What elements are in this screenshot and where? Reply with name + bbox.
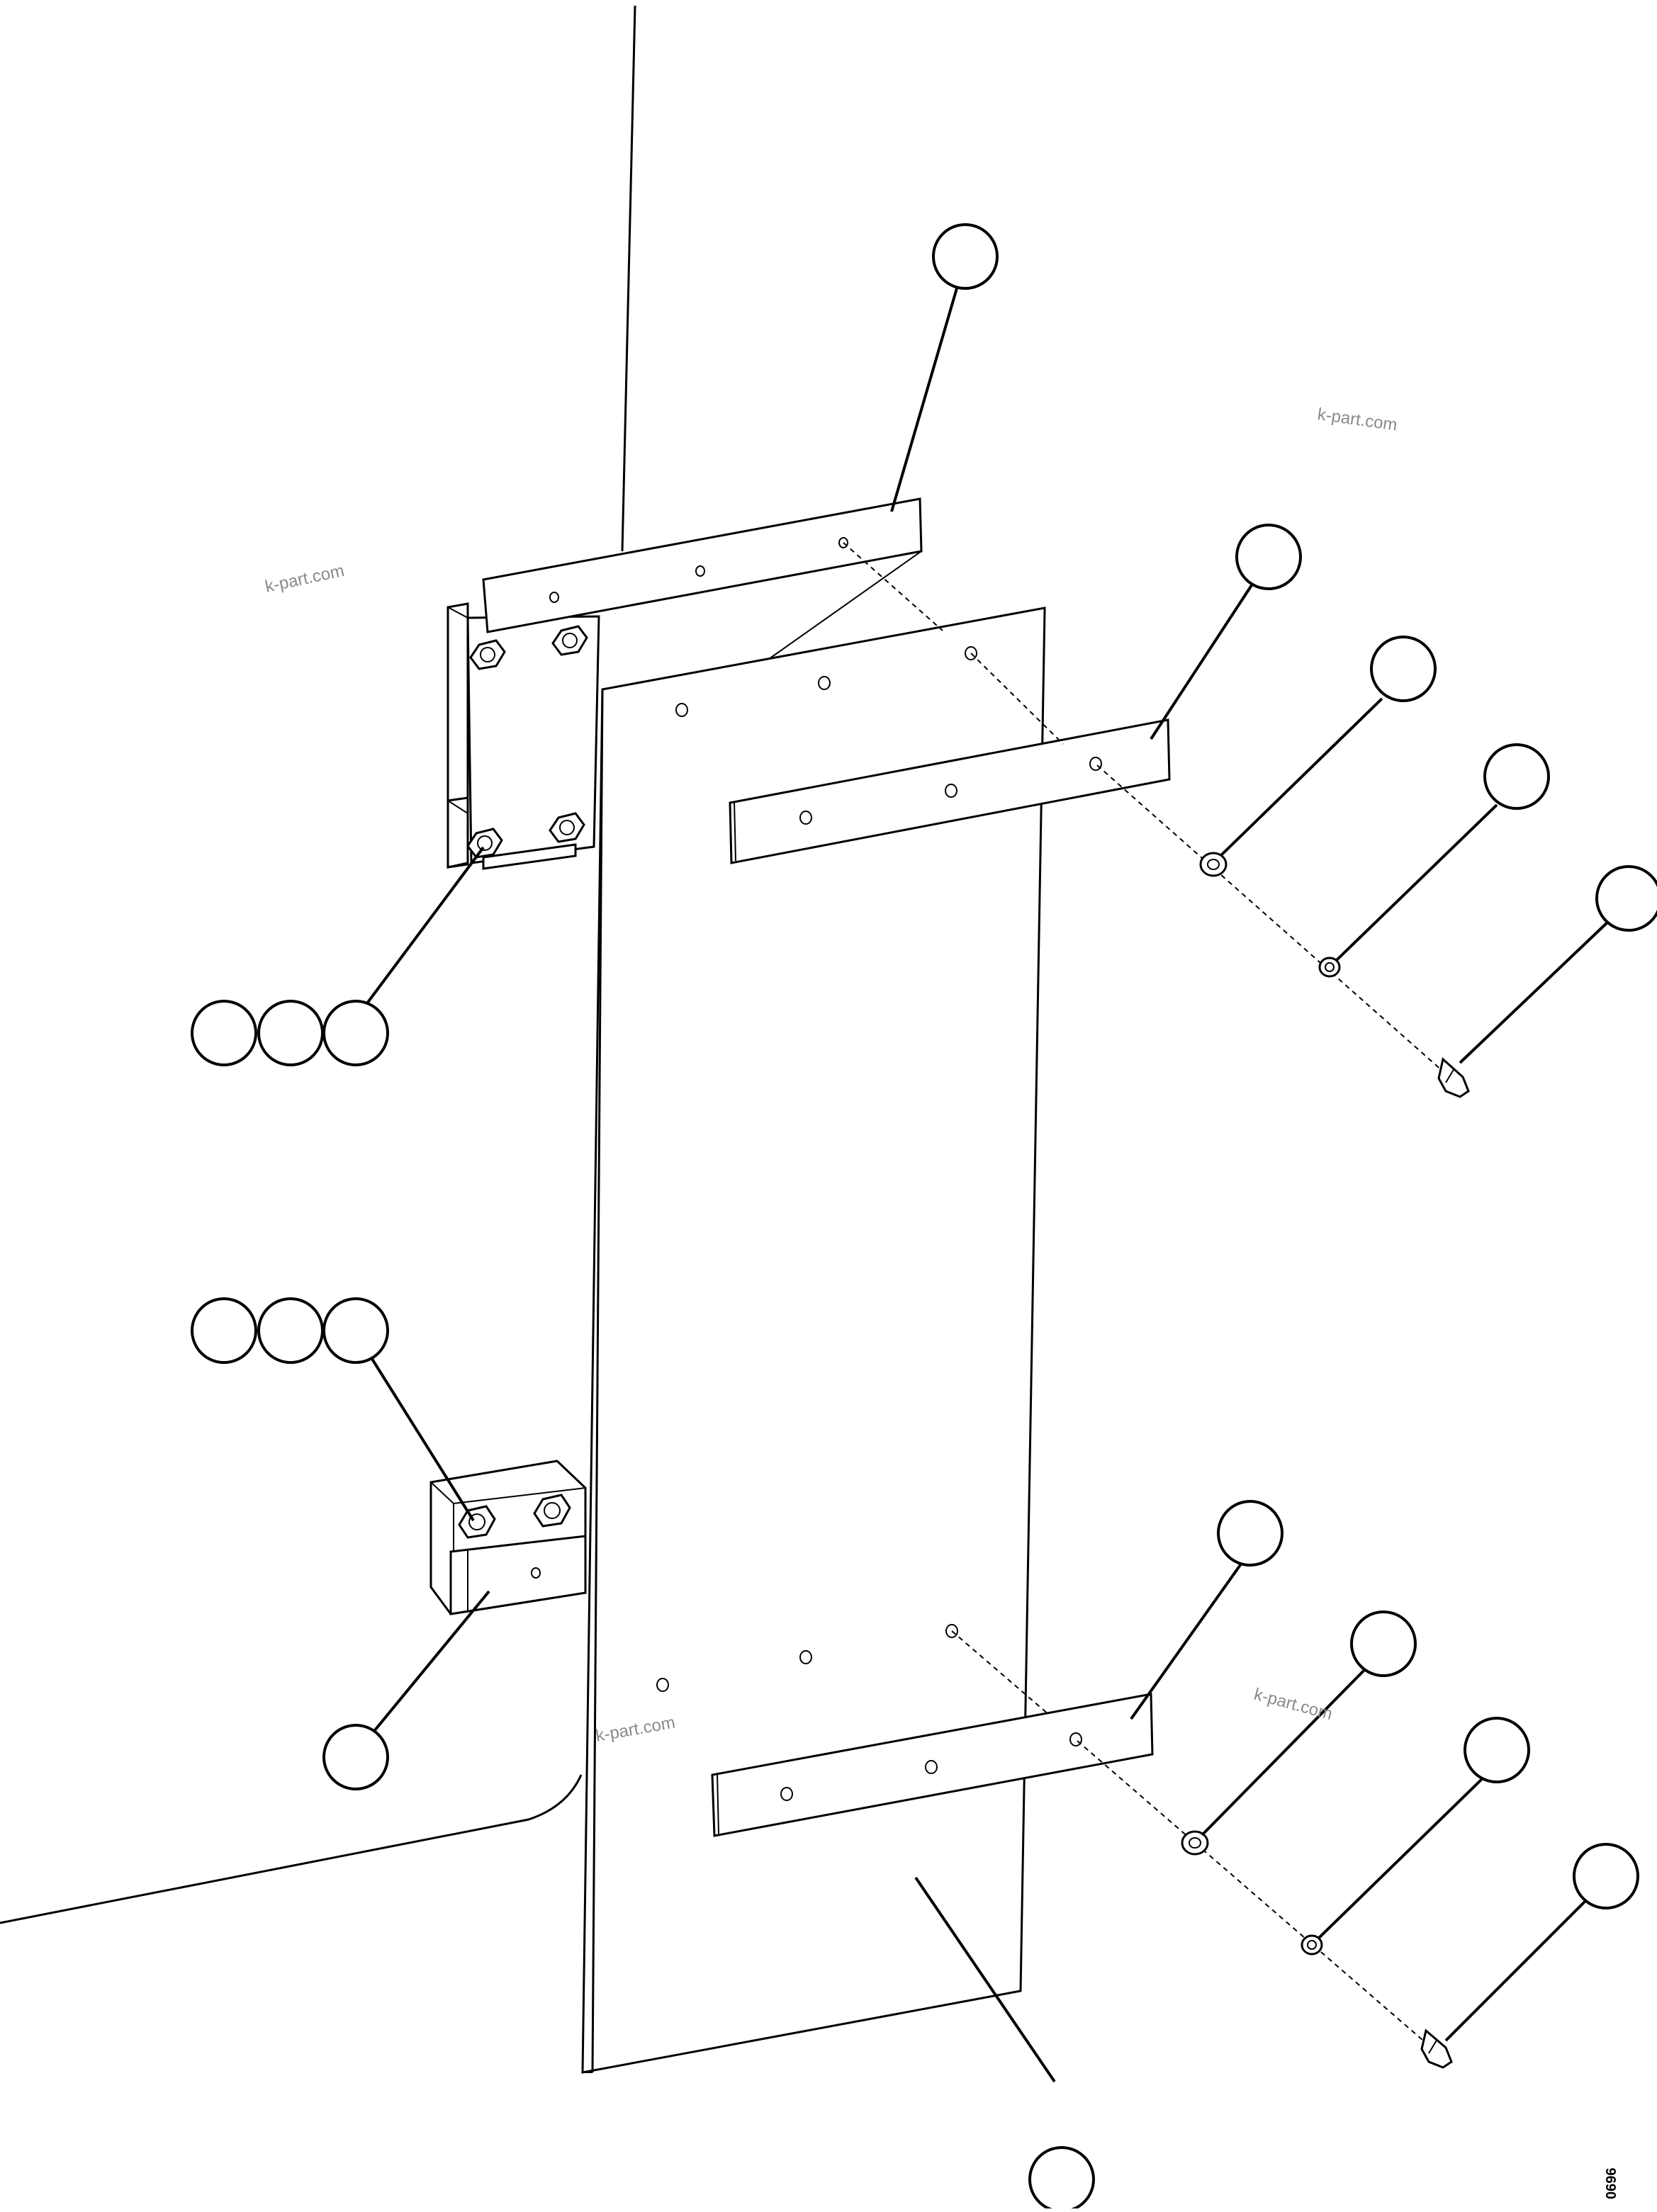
- leader-lines: [359, 288, 1610, 2083]
- callout-balloon: [257, 1297, 324, 1364]
- drawing-code: 0696: [1604, 2168, 1619, 2200]
- callout-balloon: [191, 1000, 257, 1066]
- lower-flat-washer: [1181, 1830, 1209, 1856]
- callout-balloon: [191, 1297, 257, 1364]
- callout-balloon: [1370, 636, 1437, 702]
- machine-body-outline: [0, 5, 636, 1924]
- upper-hinge-bracket: [446, 602, 600, 870]
- upper-lock-washer: [1318, 957, 1341, 978]
- top-strip-plate: [482, 497, 923, 660]
- upper-hex-bolt: [1437, 1057, 1470, 1098]
- callout-balloon: [1235, 524, 1302, 590]
- callout-balloon: [1483, 743, 1550, 810]
- watermark-text: k-part.com: [1252, 1685, 1334, 1724]
- callout-balloon: [1350, 1610, 1417, 1677]
- watermark-text: k-part.com: [1316, 405, 1398, 435]
- callout-balloon: [1217, 1500, 1284, 1567]
- callout-balloon: [1464, 1717, 1530, 1783]
- callout-balloon: [322, 1724, 389, 1790]
- callout-balloon: [1573, 1843, 1639, 1909]
- lower-strap: [711, 1693, 1154, 1837]
- callout-balloon: [322, 1297, 389, 1364]
- panel-holes: [656, 646, 977, 1692]
- lower-fastener-stack: [951, 1630, 1453, 2069]
- lower-lock-washer: [1301, 1934, 1323, 1956]
- callout-balloons: [191, 223, 1657, 2212]
- callout-balloon: [257, 1000, 324, 1066]
- callout-balloon: [1028, 2146, 1095, 2212]
- upper-flat-washer: [1199, 852, 1228, 877]
- watermark-text: k-part.com: [264, 561, 346, 597]
- callout-balloon: [322, 1000, 389, 1066]
- callout-balloon: [1595, 865, 1657, 932]
- upper-hinge-bolts: [466, 625, 588, 859]
- callout-balloon: [932, 223, 999, 290]
- lower-hex-bolt: [1420, 2028, 1453, 2069]
- upper-fastener-stack: [843, 542, 1470, 1098]
- upper-strap: [729, 718, 1171, 864]
- lower-hinge-block: [429, 1460, 587, 1615]
